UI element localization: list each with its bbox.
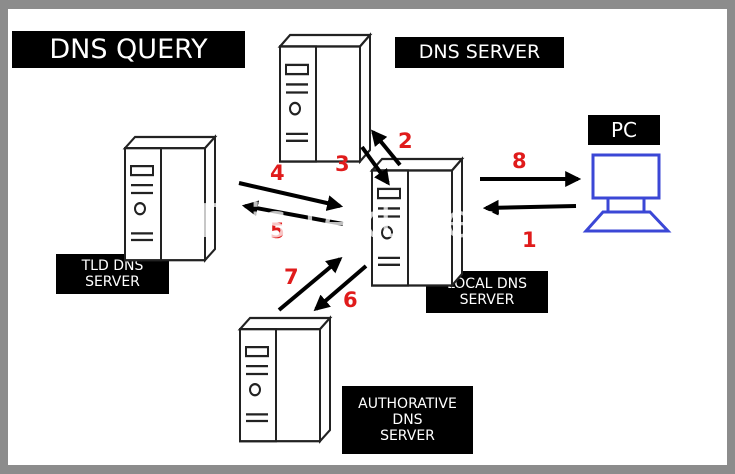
title-label: DNS QUERY [12, 31, 245, 68]
arrow-1 [482, 199, 577, 216]
step-2: 2 [398, 129, 413, 153]
authoritative-server-icon [238, 316, 332, 443]
authoritative-dns-server-label: AUTHORATIVE DNS SERVER [342, 386, 473, 454]
dns-server-icon [278, 33, 372, 163]
diagram-canvas: DNS QUERY DNS SERVER PC TLD DNS SERVER L… [8, 9, 727, 465]
step-8: 8 [512, 149, 527, 173]
auth-label-line3: SERVER [380, 428, 435, 445]
arrow-2 [370, 129, 402, 167]
step-5: 5 [270, 219, 285, 243]
page-title: DNS QUERY [49, 33, 208, 65]
arrow-4 [238, 181, 344, 211]
dns-server-label: DNS SERVER [395, 37, 564, 68]
watermark-text: This text here [190, 194, 522, 248]
tld-label-line2: SERVER [85, 274, 140, 290]
local-label-line1: LOCAL DNS [446, 275, 528, 292]
arrow-3 [360, 145, 390, 186]
step-1: 1 [522, 228, 537, 252]
computer-icon [582, 153, 672, 233]
auth-label-line2: DNS [392, 411, 423, 428]
step-7: 7 [284, 265, 299, 289]
local-label-line2: SERVER [459, 292, 515, 308]
arrow-6 [313, 264, 368, 312]
tld-label-line1: TLD DNS [81, 257, 144, 274]
arrow-7 [277, 256, 343, 312]
step-6: 6 [343, 288, 358, 312]
step-3: 3 [335, 152, 350, 176]
dns-server-label-text: DNS SERVER [418, 40, 541, 63]
flow-arrows [238, 129, 582, 312]
step-4: 4 [270, 161, 285, 185]
pc-label-text: PC [610, 117, 638, 142]
arrow-5 [241, 200, 344, 226]
pc-label: PC [588, 115, 660, 145]
diagram-graphics: 1 2 3 4 5 6 7 8 [123, 33, 672, 443]
auth-label-line1: AUTHORATIVE [358, 395, 457, 412]
